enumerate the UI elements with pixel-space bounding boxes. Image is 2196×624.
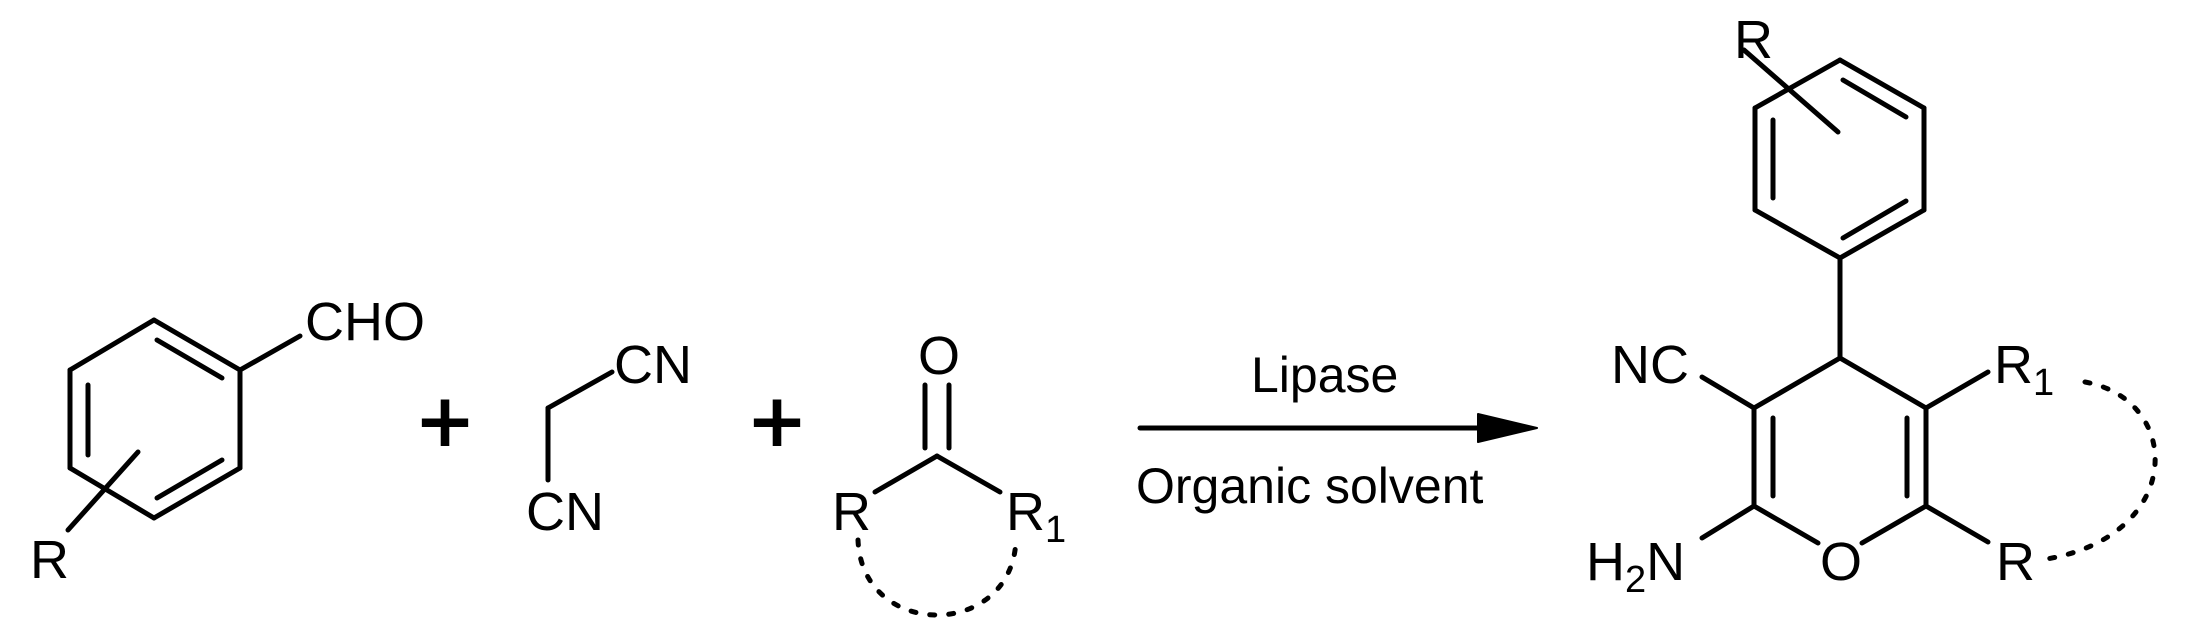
plus-sign-2: +	[746, 378, 808, 464]
product-structure: R NC R1 H2N O R	[1586, 10, 2158, 601]
amine-label: H2N	[1586, 532, 1685, 601]
nitrile-bottom-label: CN	[526, 482, 604, 542]
ketone-r-label: R	[832, 482, 871, 542]
aldehyde-label: CHO	[305, 292, 425, 352]
ketone-r1-label: R1	[1006, 482, 1066, 551]
substituent-r-label: R	[30, 530, 69, 590]
malononitrile-structure: CN CN	[526, 335, 692, 542]
plus-sign-1: +	[414, 378, 476, 464]
solvent-label: Organic solvent	[1136, 458, 1483, 514]
r-label: R	[1996, 532, 2035, 592]
r1-label: R1	[1994, 335, 2054, 404]
aryl-r-label: R	[1734, 10, 1773, 70]
ring-oxygen-label: O	[1820, 532, 1862, 592]
reaction-arrow	[1137, 413, 1538, 443]
benzaldehyde-structure: R CHO	[30, 292, 425, 590]
nitrile-label: NC	[1611, 335, 1689, 395]
nitrile-top-label: CN	[614, 335, 692, 395]
carbonyl-oxygen-label: O	[918, 326, 960, 386]
catalyst-label: Lipase	[1251, 347, 1398, 403]
ketone-structure: O R R1	[832, 326, 1066, 618]
